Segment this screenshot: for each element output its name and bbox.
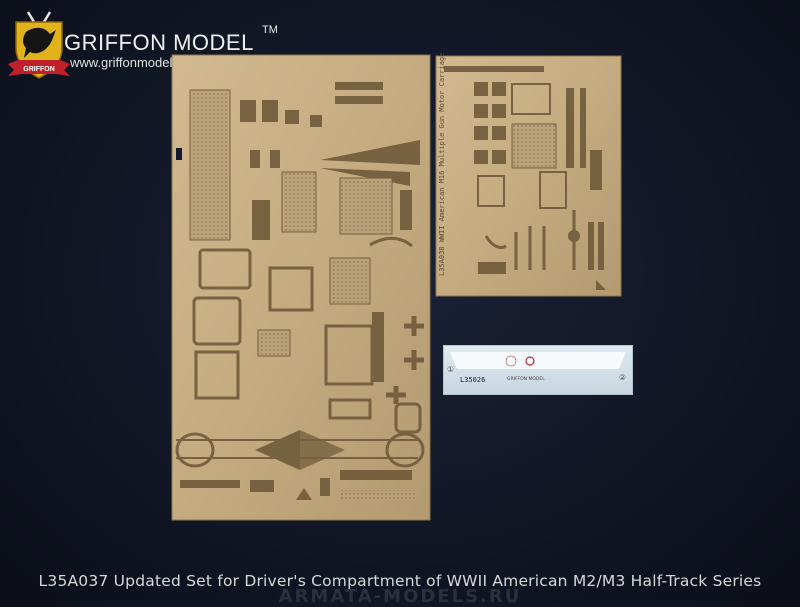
decal-panel	[450, 352, 626, 369]
brand-name: GRIFFON MODEL	[64, 30, 254, 55]
large-fret	[171, 54, 431, 521]
decal-code: L35026	[460, 376, 486, 384]
decal-marker-2: ②	[618, 373, 626, 382]
decal-brand: GRIFFON MODEL	[507, 377, 545, 382]
brand-url: www.griffonmodel.com	[70, 55, 201, 70]
watermark: ARMATA-MODELS.RU	[278, 586, 522, 607]
logo-ribbon-text: GRIFFON	[23, 66, 55, 73]
small-fret-title: L35A038 WWII American M16 Multiple Gun M…	[438, 53, 446, 276]
decal-star-marks	[505, 355, 535, 367]
product-caption: L35A037 Updated Set for Driver's Compart…	[38, 572, 762, 590]
small-fret: L35A038 WWII American M16 Multiple Gun M…	[435, 53, 622, 297]
decal-sheet: ① L35026 GRIFFON MODEL ②	[443, 345, 633, 395]
decal-marker-1: ①	[447, 365, 455, 374]
trademark: TM	[262, 24, 278, 36]
griffon-logo: GRIFFON	[8, 11, 70, 79]
